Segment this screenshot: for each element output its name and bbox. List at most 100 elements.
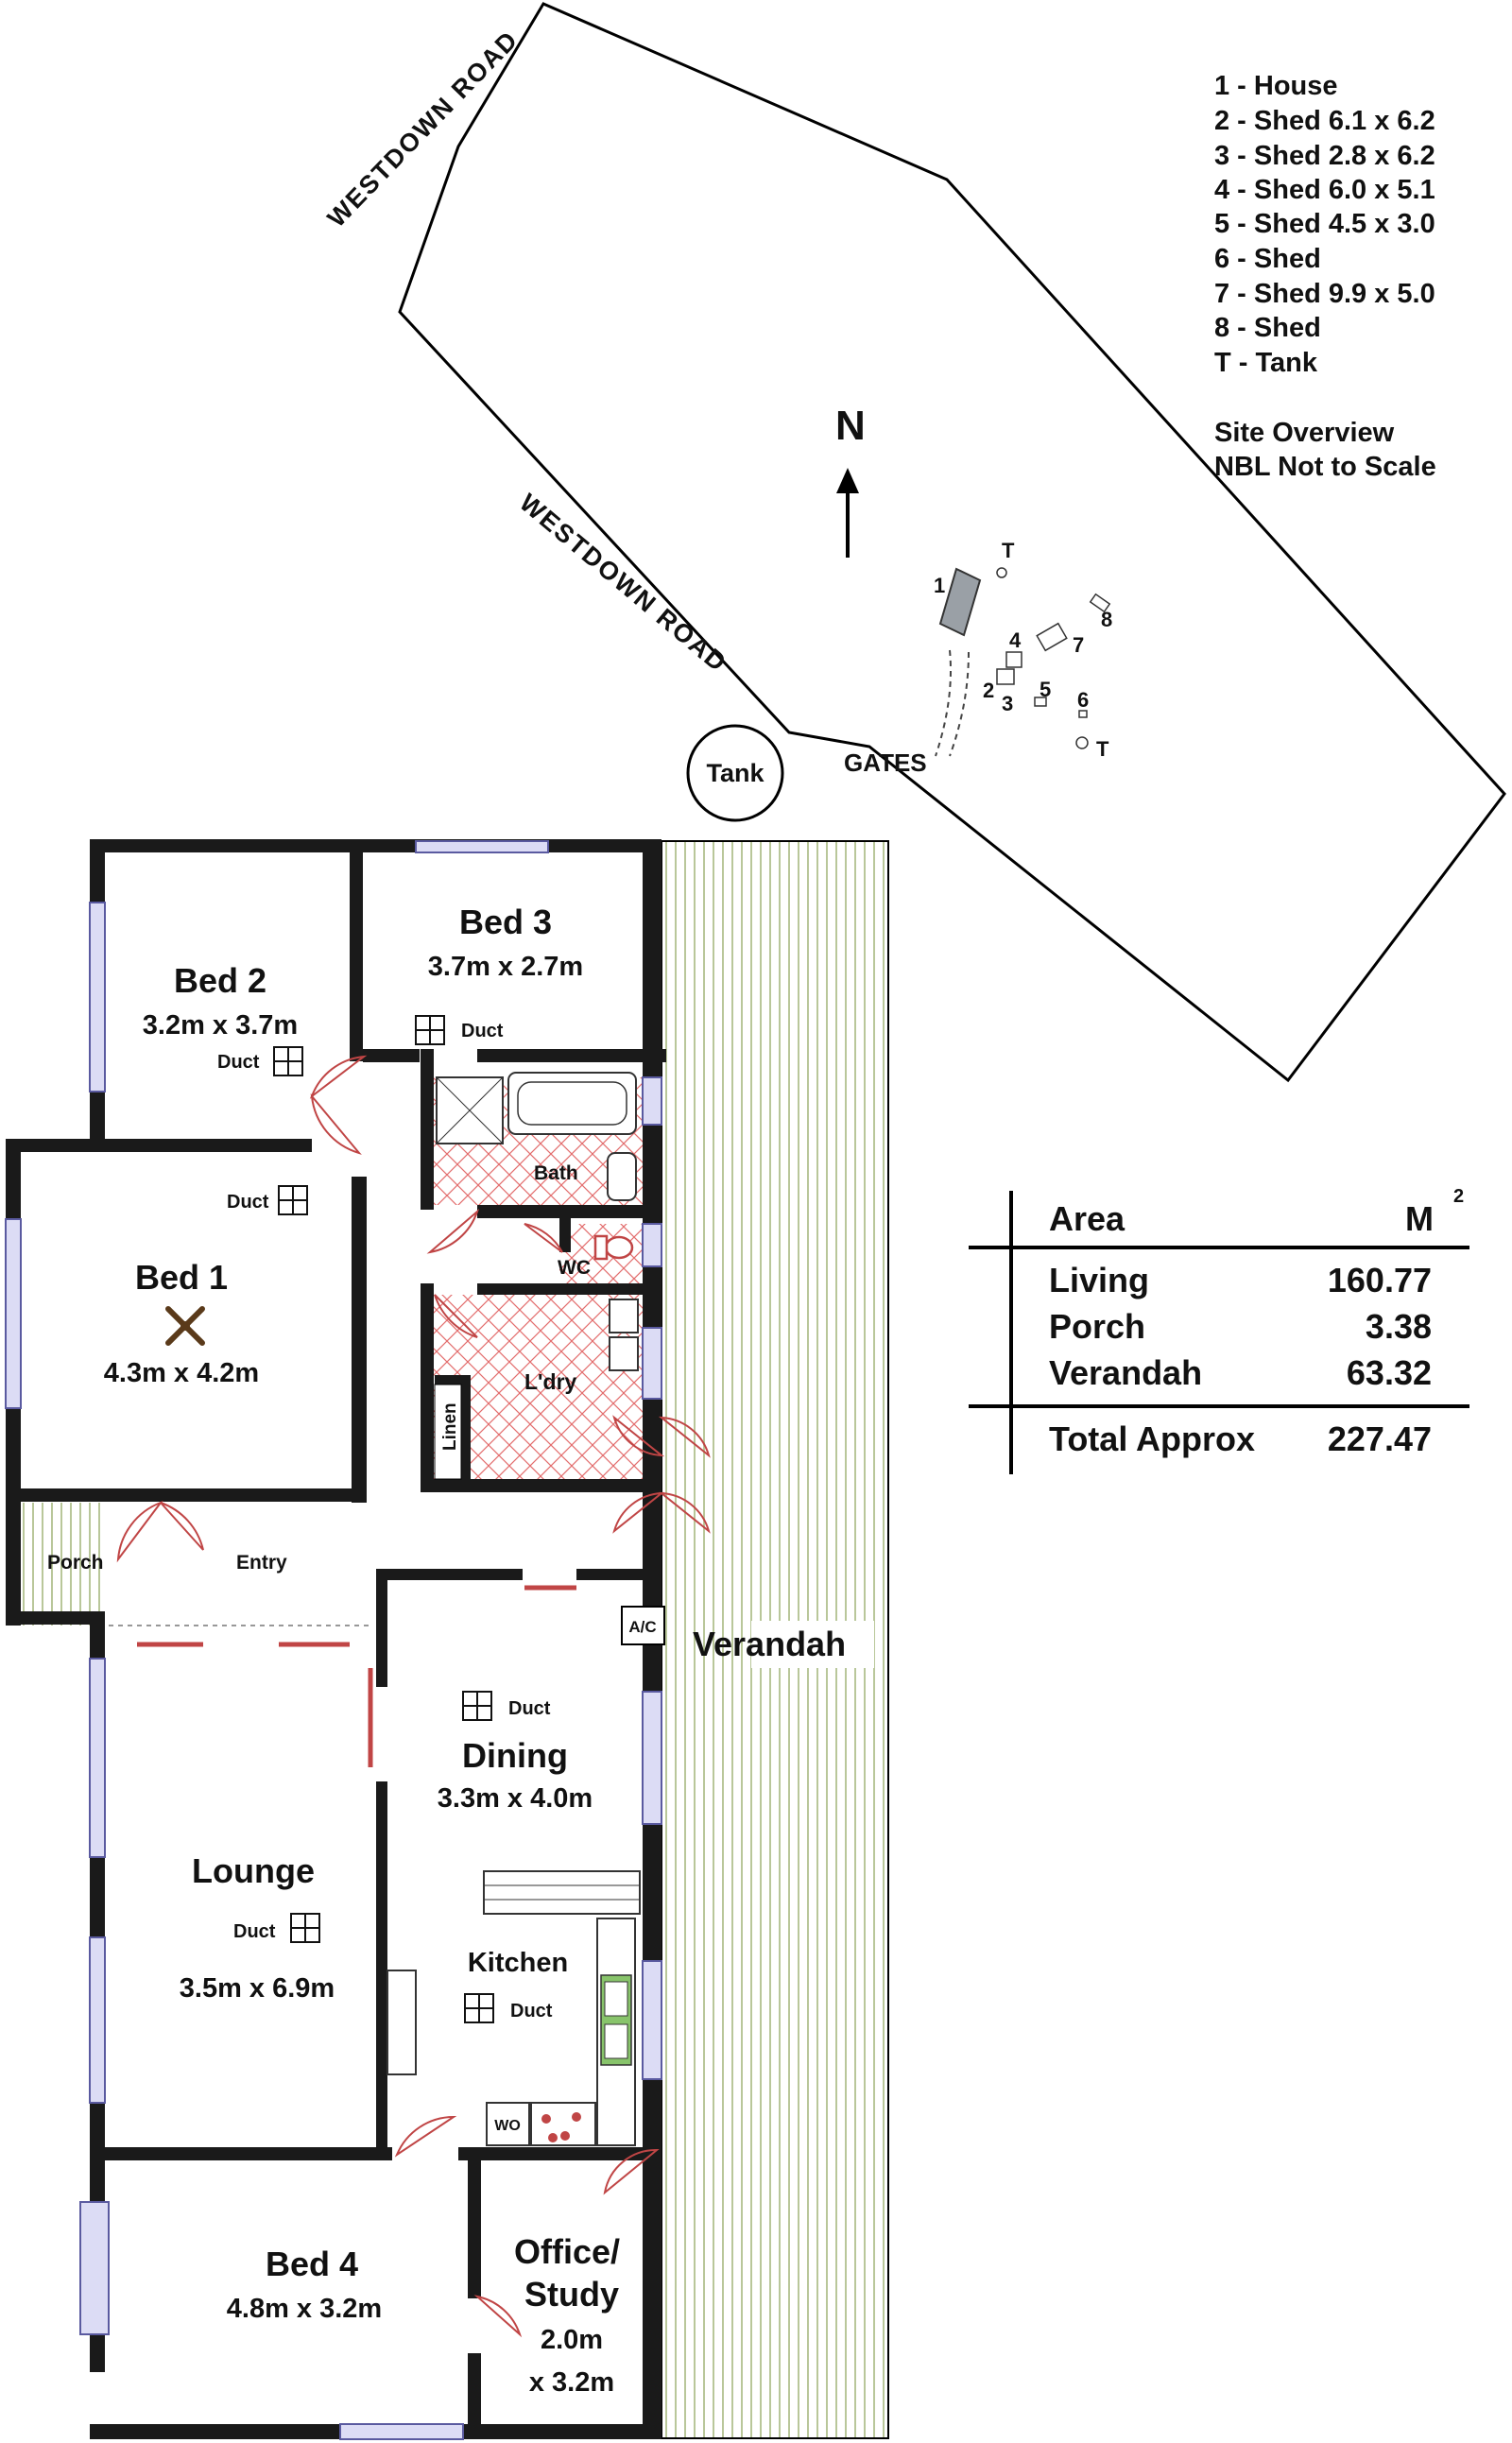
wall-oven-label: WO [494,2118,521,2134]
house-footprint [938,567,982,637]
house-plan: Verandah [5,839,889,2440]
entry-label: Entry [236,1552,287,1574]
wall-oven [486,2102,530,2146]
gates-label: GATES [844,748,927,777]
legend-item: 6 - Shed [1214,244,1321,274]
room-name-kitchen: Kitchen [468,1948,568,1978]
area-total-label: Total Approx [1049,1419,1255,1458]
area-header-sup: 2 [1453,1186,1464,1207]
duct-icon [273,1046,303,1076]
marker-shed-3: 3 [1002,692,1013,715]
marker-tank-2: T [1096,737,1109,761]
shed-6 [1078,710,1088,718]
room-name-office-2: Study [524,2275,619,2314]
area-header-label: Area [1049,1199,1125,1238]
laundry-tub-icon [609,1299,639,1333]
site-boundary [398,2,1506,1083]
room-name-bed3: Bed 3 [459,903,552,941]
kitchen-fixtures: WO [483,1870,641,2146]
duct-icons [273,1015,494,2023]
legend-item: 3 - Shed 2.8 x 6.2 [1214,141,1435,171]
area-row-value: 3.38 [1366,1307,1432,1346]
shed-5 [1034,697,1047,707]
duct-label: Duct [227,1192,269,1213]
site-legend: 1 - House 2 - Shed 6.1 x 6.2 3 - Shed 2.… [1214,71,1436,482]
duct-label: Duct [217,1052,260,1073]
duct-icon [278,1185,308,1215]
porch-label: Porch [47,1552,104,1574]
legend-item: 7 - Shed 9.9 x 5.0 [1214,279,1435,309]
duct-label: Duct [510,2001,553,2021]
legend-item: T - Tank [1214,348,1318,378]
marker-shed-8: 8 [1101,608,1112,631]
wc-label: WC [558,1257,591,1279]
room-dim-bed2: 3.2m x 3.7m [143,1010,298,1041]
room-name-office: Office/ [514,2232,620,2271]
shed-8 [1089,593,1111,613]
north-arrow-icon [836,468,859,558]
road-label-bottom: WESTDOWN ROAD [514,489,732,679]
verandah-label: Verandah [693,1625,846,1663]
room-name-dining: Dining [462,1736,568,1775]
linen-label: Linen [440,1402,460,1451]
tank-circle-label: Tank [706,759,765,787]
area-row-label: Porch [1049,1307,1145,1346]
marker-shed-4: 4 [1009,628,1022,652]
marker-shed-2: 2 [983,679,994,702]
bath-fixtures [436,1072,639,1371]
door-swings [116,1055,711,2338]
area-header-unit: M [1405,1199,1434,1238]
room-name-bed4: Bed 4 [266,2245,358,2283]
marker-tank-1: T [1002,539,1015,562]
sliding-doors [137,1585,576,1767]
area-row-value: 63.32 [1347,1353,1432,1392]
room-dim-office: 2.0m [541,2325,603,2355]
legend-item: 8 - Shed [1214,313,1321,343]
legend-item: 2 - Shed 6.1 x 6.2 [1214,106,1435,136]
room-dim-bed3: 3.7m x 2.7m [428,952,583,982]
ceiling-fan-icon [165,1306,205,1346]
area-table: Area M 2 Living 160.77 Porch 3.38 Verand… [969,1186,1469,1474]
room-dim-dining: 3.3m x 4.0m [438,1783,593,1814]
duct-icon [290,1913,320,1943]
duct-icon [464,1993,494,2023]
tank-icon-2 [1075,736,1089,749]
windows [5,840,662,2440]
toilet-icon [604,1235,634,1260]
tank-icon [996,567,1007,578]
room-name-bed1: Bed 1 [135,1258,228,1297]
duct-label: Duct [461,1021,504,1041]
ac-unit [621,1606,665,1645]
duct-icon [462,1691,492,1721]
marker-shed-5: 5 [1040,678,1051,701]
bathtub-icon [507,1072,637,1135]
marker-house: 1 [934,574,945,597]
bench-icon [483,1870,641,1915]
road-label-top: WESTDOWN ROAD [322,25,524,232]
legend-item: 5 - Shed 4.5 x 3.0 [1214,209,1435,239]
legend-item: 4 - Shed 6.0 x 5.1 [1214,175,1435,205]
vanity-icon [607,1152,637,1201]
legend-note: NBL Not to Scale [1214,452,1436,482]
laundry-label: L'dry [524,1369,577,1394]
area-row-label: Living [1049,1261,1149,1299]
shed-2 [996,668,1015,685]
room-name-lounge: Lounge [192,1851,315,1890]
shed-4 [1005,651,1022,668]
ac-label: A/C [628,1618,656,1636]
fireplace [387,1970,417,2075]
area-total-value: 227.47 [1328,1419,1432,1458]
legend-item: 1 - House [1214,71,1338,101]
porch-area [6,1503,105,1626]
room-name-bed2: Bed 2 [174,961,266,1000]
duct-label: Duct [508,1698,551,1719]
marker-shed-6: 6 [1077,688,1089,712]
legend-note: Site Overview [1214,418,1395,448]
area-row-label: Verandah [1049,1353,1202,1392]
room-dim-bed1: 4.3m x 4.2m [104,1358,259,1388]
room-dim-office-2: x 3.2m [529,2367,614,2398]
duct-label: Duct [233,1921,276,1942]
area-row-value: 160.77 [1328,1261,1432,1299]
marker-shed-7: 7 [1073,633,1084,657]
